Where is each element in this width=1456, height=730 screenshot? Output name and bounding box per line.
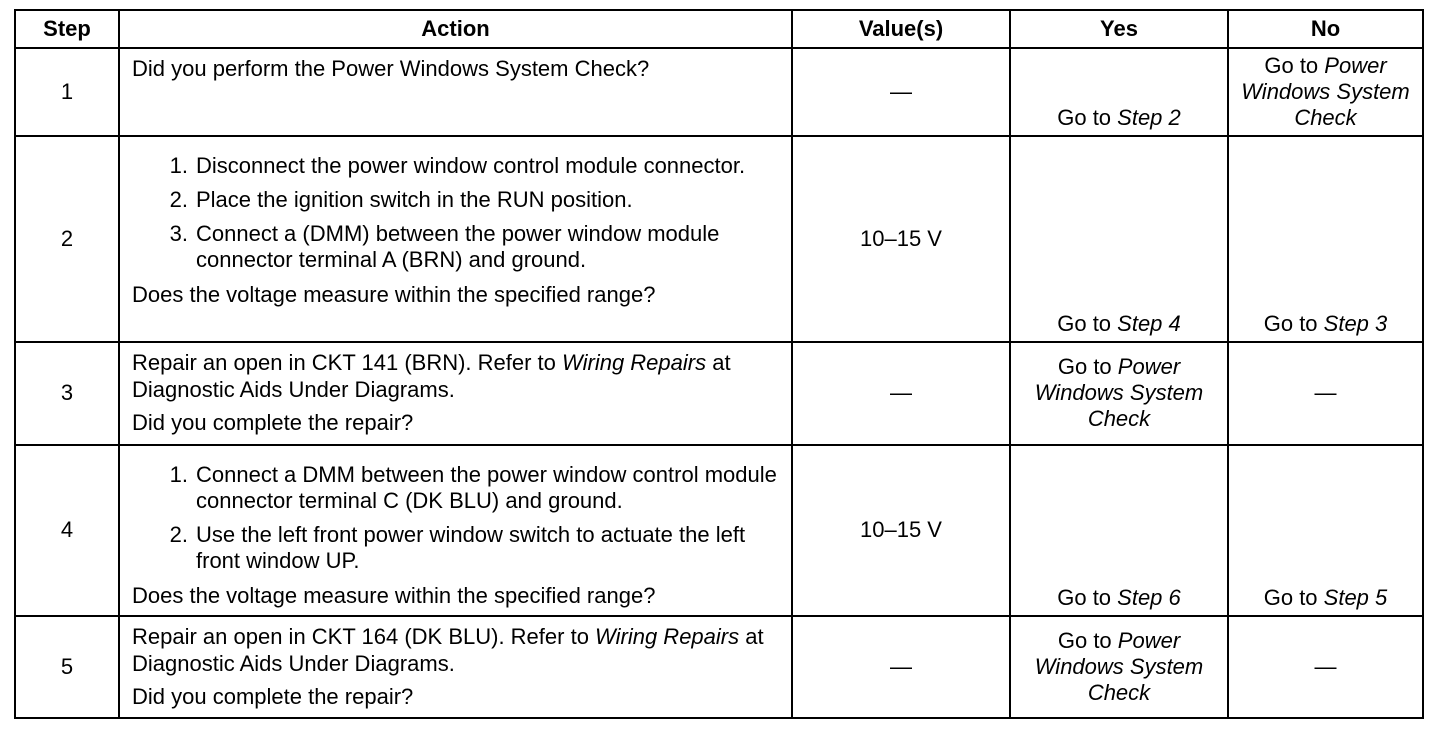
action-steps-list: 1.Disconnect the power window control mo…	[132, 153, 781, 273]
no-prefix: Go to	[1263, 311, 1324, 337]
step-number: 3	[14, 341, 120, 446]
yes-link[interactable]: Power Windows System Check	[1034, 627, 1204, 705]
step-number: 2	[14, 135, 120, 344]
yes-cell: Go to Power Windows System Check	[1009, 614, 1229, 720]
yes-cell: Go to Step 4	[1009, 135, 1229, 344]
action-instruction: Repair an open in CKT 141 (BRN). Refer t…	[132, 350, 731, 403]
header-row: Step Action Value(s) Yes No	[14, 9, 1424, 49]
header-values: Value(s)	[791, 9, 1011, 49]
list-item: 1.Disconnect the power window control mo…	[169, 153, 746, 179]
value-cell: —	[791, 341, 1011, 446]
list-item: 2.Place the ignition switch in the RUN p…	[169, 187, 633, 213]
table-row: 3 Repair an open in CKT 141 (BRN). Refer…	[14, 341, 1424, 446]
step-number: 5	[14, 614, 120, 720]
header-yes: Yes	[1009, 9, 1229, 49]
yes-cell: Go to Power Windows System Check	[1009, 341, 1229, 446]
wiring-repairs-link[interactable]: Wiring Repairs	[595, 623, 740, 649]
action-cell: Repair an open in CKT 164 (DK BLU). Refe…	[118, 614, 793, 720]
action-instruction: Repair an open in CKT 164 (DK BLU). Refe…	[132, 623, 764, 676]
yes-prefix: Go to	[1057, 584, 1118, 610]
yes-link[interactable]: Step 4	[1117, 311, 1181, 337]
action-question: Did you perform the Power Windows System…	[132, 56, 650, 81]
action-question: Did you complete the repair?	[132, 683, 414, 709]
table-row: 5 Repair an open in CKT 164 (DK BLU). Re…	[14, 614, 1424, 720]
no-cell: Go to Power Windows System Check	[1227, 46, 1424, 138]
action-question: Does the voltage measure within the spec…	[132, 282, 656, 308]
table-row: 4 1.Connect a DMM between the power wind…	[14, 443, 1424, 617]
action-question: Did you complete the repair?	[132, 410, 414, 436]
no-link[interactable]: Power Windows System Check	[1241, 53, 1410, 131]
wiring-repairs-link[interactable]: Wiring Repairs	[562, 350, 707, 376]
step-number: 1	[14, 46, 120, 138]
yes-prefix: Go to	[1057, 311, 1118, 337]
no-link[interactable]: Step 3	[1323, 311, 1388, 337]
value-cell: —	[791, 614, 1011, 720]
value-cell: —	[791, 46, 1011, 138]
list-item: 3.Connect a (DMM) between the power wind…	[169, 221, 720, 273]
no-prefix: Go to	[1264, 53, 1325, 79]
table-row: 1 Did you perform the Power Windows Syst…	[14, 46, 1424, 138]
header-no: No	[1227, 9, 1424, 49]
list-item: 1.Connect a DMM between the power window…	[169, 461, 777, 513]
value-cell: 10–15 V	[791, 135, 1011, 344]
no-cell: Go to Step 5	[1227, 443, 1424, 617]
yes-prefix: Go to	[1057, 627, 1118, 653]
diagnostic-table: Step Action Value(s) Yes No 1 Did you pe…	[14, 9, 1424, 720]
yes-prefix: Go to	[1057, 354, 1118, 380]
no-cell: —	[1227, 341, 1424, 446]
yes-link[interactable]: Step 2	[1117, 105, 1181, 131]
no-prefix: Go to	[1263, 584, 1324, 610]
header-action: Action	[118, 9, 793, 49]
no-link[interactable]: Step 5	[1323, 584, 1388, 610]
list-item: 2.Use the left front power window switch…	[169, 521, 746, 573]
value-cell: 10–15 V	[791, 443, 1011, 617]
yes-link[interactable]: Power Windows System Check	[1034, 354, 1204, 432]
action-cell: 1.Disconnect the power window control mo…	[118, 135, 793, 344]
header-step: Step	[14, 9, 120, 49]
table-row: 2 1.Disconnect the power window control …	[14, 135, 1424, 344]
action-steps-list: 1.Connect a DMM between the power window…	[132, 462, 781, 574]
no-cell: —	[1227, 614, 1424, 720]
action-cell: 1.Connect a DMM between the power window…	[118, 443, 793, 617]
yes-cell: Go to Step 6	[1009, 443, 1229, 617]
action-question: Does the voltage measure within the spec…	[132, 582, 656, 608]
action-cell: Repair an open in CKT 141 (BRN). Refer t…	[118, 341, 793, 446]
yes-prefix: Go to	[1057, 105, 1118, 131]
yes-link[interactable]: Step 6	[1117, 584, 1181, 610]
action-cell: Did you perform the Power Windows System…	[118, 46, 793, 138]
yes-cell: Go to Step 2	[1009, 46, 1229, 138]
step-number: 4	[14, 443, 120, 617]
no-cell: Go to Step 3	[1227, 135, 1424, 344]
